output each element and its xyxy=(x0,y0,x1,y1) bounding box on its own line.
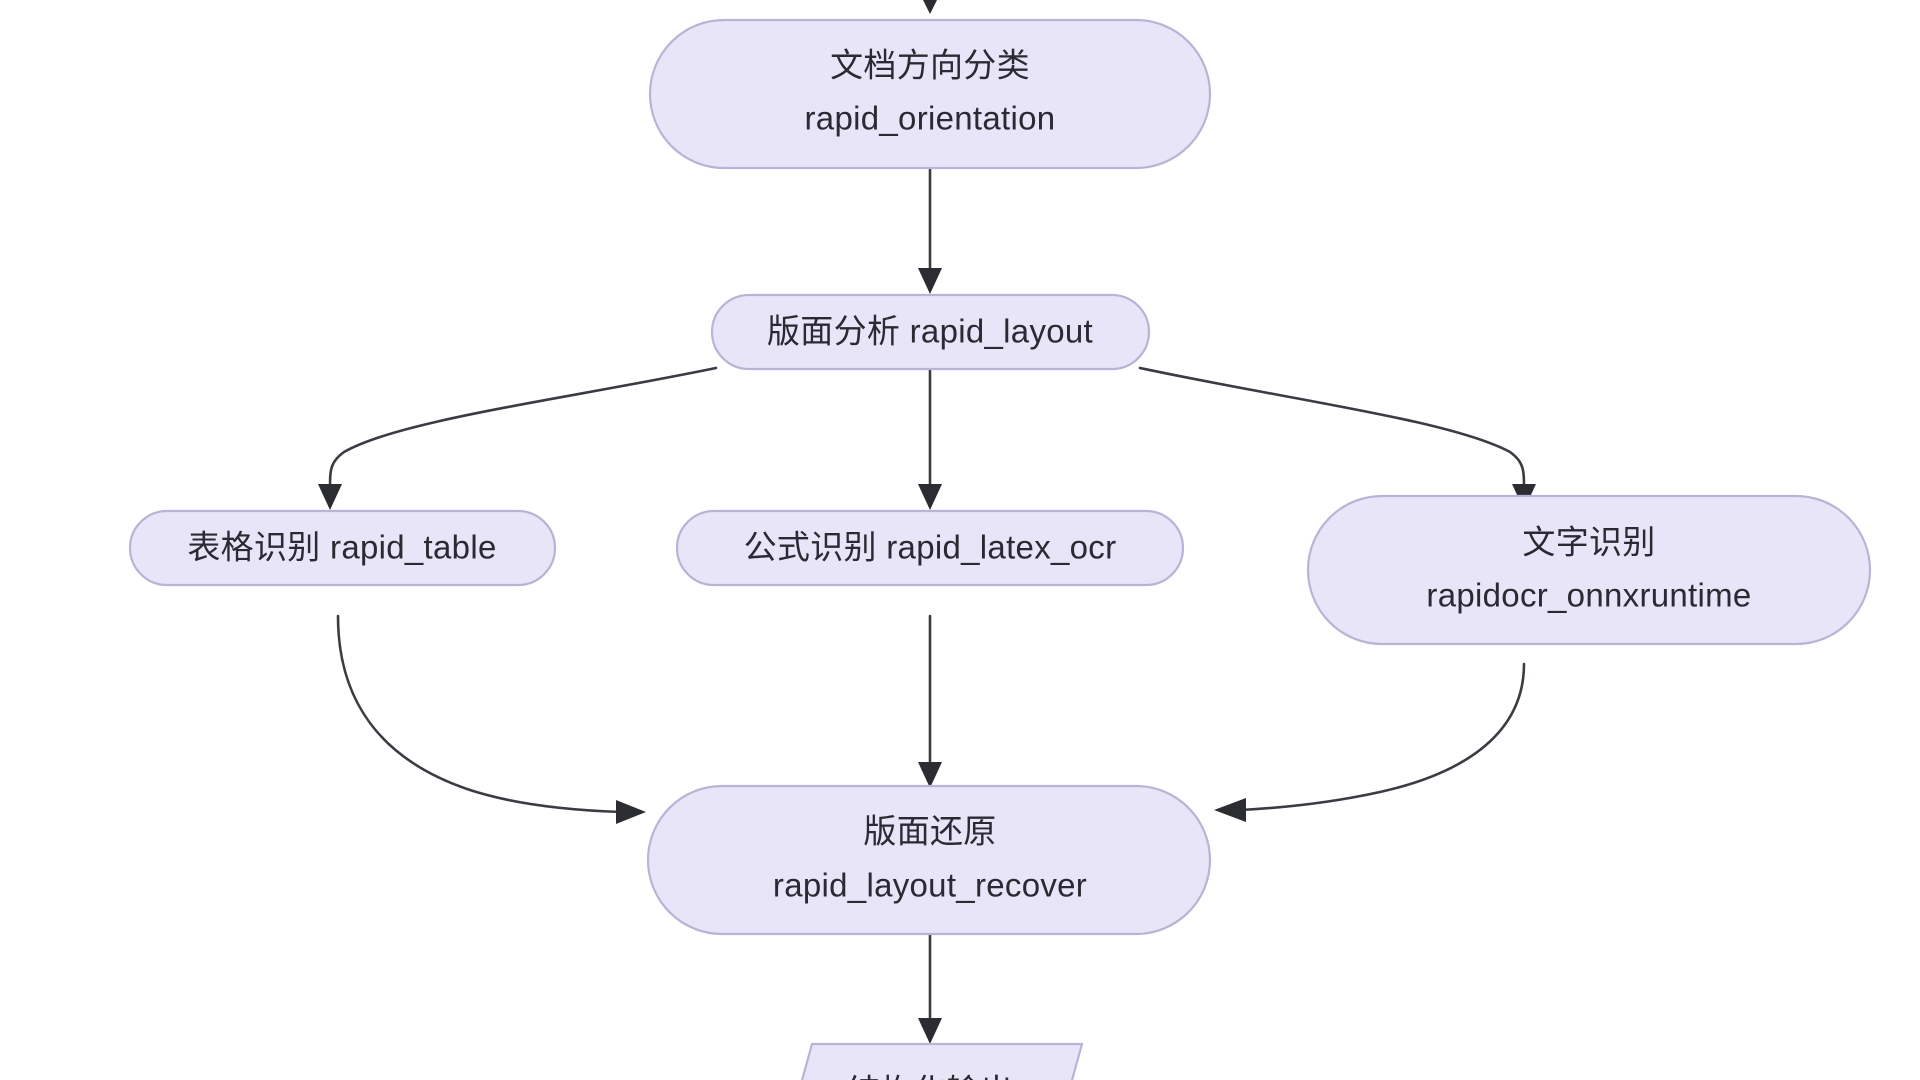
node-orientation-line1: 文档方向分类 xyxy=(830,47,1030,84)
node-layer: 文档方向分类 rapid_orientation 版面分析 rapid_layo… xyxy=(128,18,1872,1080)
edge-layout-to-table xyxy=(318,366,718,510)
node-formula[interactable]: 公式识别 rapid_latex_ocr xyxy=(675,509,1185,587)
edge-ocr-to-recover xyxy=(1214,662,1526,822)
edge-orientation-to-layout xyxy=(918,164,942,294)
node-recover-line2: rapid_layout_recover xyxy=(773,867,1087,904)
node-output-shape[interactable] xyxy=(780,1042,1084,1080)
edge-recover-to-output xyxy=(918,922,942,1044)
node-recover[interactable]: 版面还原 rapid_layout_recover xyxy=(646,784,1212,936)
node-layout[interactable]: 版面分析 rapid_layout xyxy=(710,293,1151,371)
node-table-shape[interactable] xyxy=(128,509,557,587)
edge-layout-to-ocr xyxy=(1138,366,1536,510)
node-table[interactable]: 表格识别 rapid_table xyxy=(128,509,557,587)
edge-layout-to-formula xyxy=(918,366,942,510)
node-ocr-shape[interactable] xyxy=(1306,494,1872,646)
node-output[interactable]: 结构化输出 xyxy=(780,1042,1084,1080)
node-formula-shape[interactable] xyxy=(675,509,1185,587)
node-orientation-shape[interactable] xyxy=(648,18,1212,170)
node-output-line1: 结构化输出 xyxy=(847,1073,1014,1080)
edge-incoming-to-orientation xyxy=(923,0,937,14)
node-ocr[interactable]: 文字识别 rapidocr_onnxruntime xyxy=(1306,494,1872,646)
node-recover-line1: 版面还原 xyxy=(863,813,996,850)
node-orientation-line2: rapid_orientation xyxy=(805,100,1056,137)
node-formula-line1: 公式识别 rapid_latex_ocr xyxy=(744,529,1117,566)
node-recover-shape[interactable] xyxy=(646,784,1212,936)
node-ocr-line1: 文字识别 xyxy=(1522,524,1655,561)
node-table-line1: 表格识别 rapid_table xyxy=(187,529,496,566)
node-layout-shape[interactable] xyxy=(710,293,1151,371)
node-layout-line1: 版面分析 rapid_layout xyxy=(767,313,1093,350)
edge-layer xyxy=(318,0,1536,1044)
edge-table-to-recover xyxy=(336,614,646,824)
edge-formula-to-recover xyxy=(918,614,942,788)
node-orientation[interactable]: 文档方向分类 rapid_orientation xyxy=(648,18,1212,170)
node-ocr-line2: rapidocr_onnxruntime xyxy=(1426,577,1751,614)
